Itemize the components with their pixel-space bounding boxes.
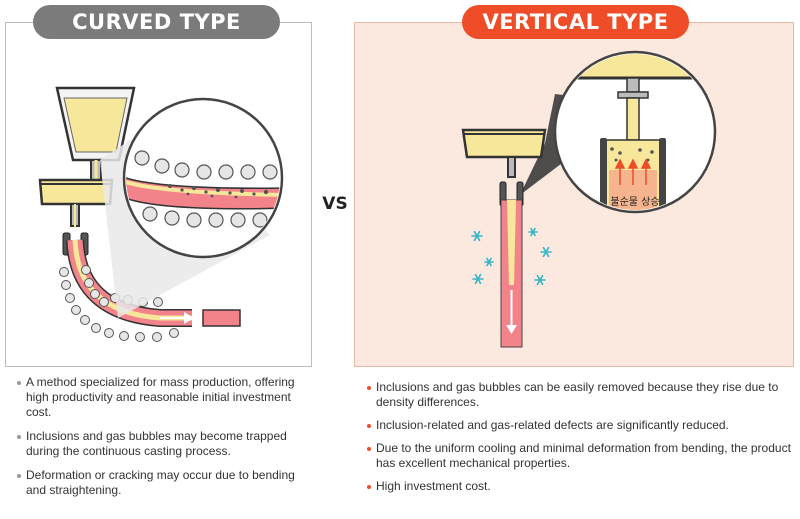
list-item: A method specialized for mass production… xyxy=(17,375,309,420)
impurity-rise-label: 불순물 상승 xyxy=(610,197,660,208)
snowflake-icon xyxy=(484,257,494,267)
curved-tundish xyxy=(38,178,114,228)
curved-notes-list: A method specialized for mass production… xyxy=(17,375,309,507)
snowflake-icon xyxy=(534,274,546,286)
vertical-tundish xyxy=(461,128,547,178)
list-item: Inclusions and gas bubbles can be easily… xyxy=(367,380,792,410)
curved-type-title: CURVED TYPE xyxy=(33,5,280,39)
snowflake-icon xyxy=(472,273,484,285)
snowflake-icon xyxy=(471,230,483,242)
vertical-notes-list: Inclusions and gas bubbles can be easily… xyxy=(367,380,792,502)
arrow-up-icon xyxy=(640,158,652,169)
vertical-strand xyxy=(500,199,523,348)
arrow-right-icon xyxy=(184,312,194,324)
vertical-zoom-circle xyxy=(553,50,717,214)
arrow-up-icon xyxy=(627,158,639,169)
snowflake-icon xyxy=(540,246,552,258)
curved-zoom-circle xyxy=(122,97,284,259)
list-item: Deformation or cracking may occur due to… xyxy=(17,468,309,498)
vertical-type-title: VERTICAL TYPE xyxy=(462,5,689,39)
list-item: Due to the uniform cooling and minimal d… xyxy=(367,441,792,471)
snowflake-icon xyxy=(528,227,538,237)
arrow-down-icon xyxy=(506,325,517,334)
list-item: Inclusions and gas bubbles may become tr… xyxy=(17,429,309,459)
list-item: High investment cost. xyxy=(367,479,792,494)
arrow-up-icon xyxy=(614,158,626,169)
vs-label: VS xyxy=(322,194,348,214)
cooling-spray xyxy=(471,227,552,286)
list-item: Inclusion-related and gas-related defect… xyxy=(367,418,792,433)
